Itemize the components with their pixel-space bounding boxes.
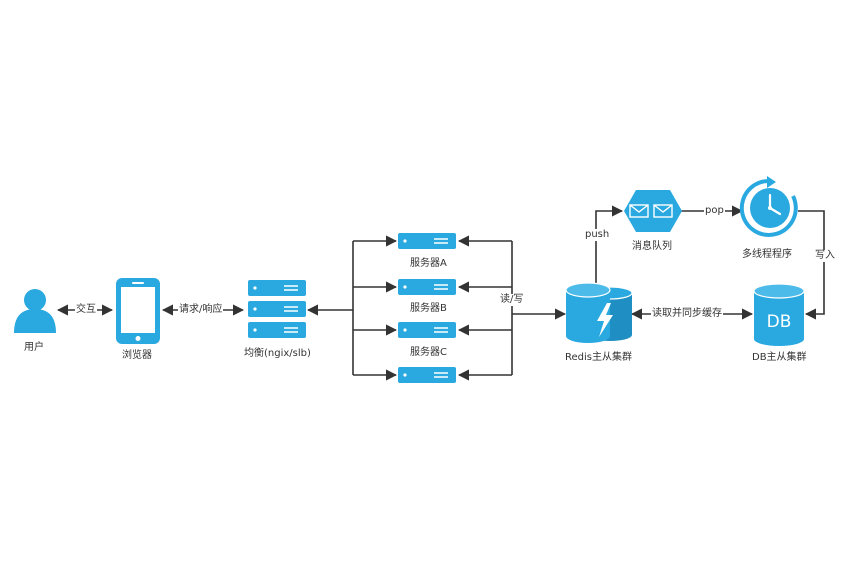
server-icon — [398, 233, 456, 249]
edge-redis-mq — [595, 205, 624, 284]
server-icon — [398, 322, 456, 338]
worker-node — [739, 176, 798, 237]
redis-node — [565, 282, 633, 343]
load-balancer-label: 均衡(ngix/slb) — [244, 348, 311, 359]
edge-label-write-in: 写入 — [814, 250, 836, 262]
server-b-label: 服务器B — [410, 303, 447, 314]
clock-cycle-icon — [739, 176, 798, 237]
server-c-label: 服务器C — [410, 347, 447, 358]
load-balancer-node — [248, 280, 306, 338]
worker-label: 多线程程序 — [742, 249, 792, 260]
browser-node — [116, 278, 160, 344]
user-label: 用户 — [24, 342, 44, 353]
edge-label-pop: pop — [704, 205, 725, 217]
redis-label: Redis主从集群 — [565, 352, 632, 363]
db-label: DB主从集群 — [752, 352, 807, 363]
db-icon-text: DB — [767, 312, 792, 332]
server-stack-icon — [248, 280, 306, 338]
redis-cluster-icon — [565, 282, 633, 343]
server-b-node — [398, 279, 456, 295]
edge-label-push: push — [584, 229, 611, 241]
user-icon — [14, 289, 56, 333]
message-queue-icon — [624, 190, 682, 232]
edge-label-read-write: 读/写 — [499, 294, 525, 306]
database-icon: DB — [753, 283, 805, 346]
server-c-node — [398, 322, 456, 338]
edge-label-read-sync: 读取并同步缓存 — [651, 308, 723, 320]
smartphone-icon — [116, 278, 160, 344]
server-a-node — [398, 233, 456, 249]
edge-label-request-response: 请求/响应 — [178, 304, 224, 316]
mq-node — [624, 190, 682, 232]
db-node: DB — [753, 283, 805, 346]
server-icon — [398, 367, 456, 383]
edge-worker-db — [798, 210, 825, 320]
server-a-label: 服务器A — [410, 258, 447, 269]
edge-label-interact: 交互 — [75, 304, 97, 316]
browser-label: 浏览器 — [122, 350, 152, 361]
server-icon — [398, 279, 456, 295]
server-d-node — [398, 367, 456, 383]
mq-label: 消息队列 — [632, 241, 672, 252]
user-node — [14, 289, 56, 333]
